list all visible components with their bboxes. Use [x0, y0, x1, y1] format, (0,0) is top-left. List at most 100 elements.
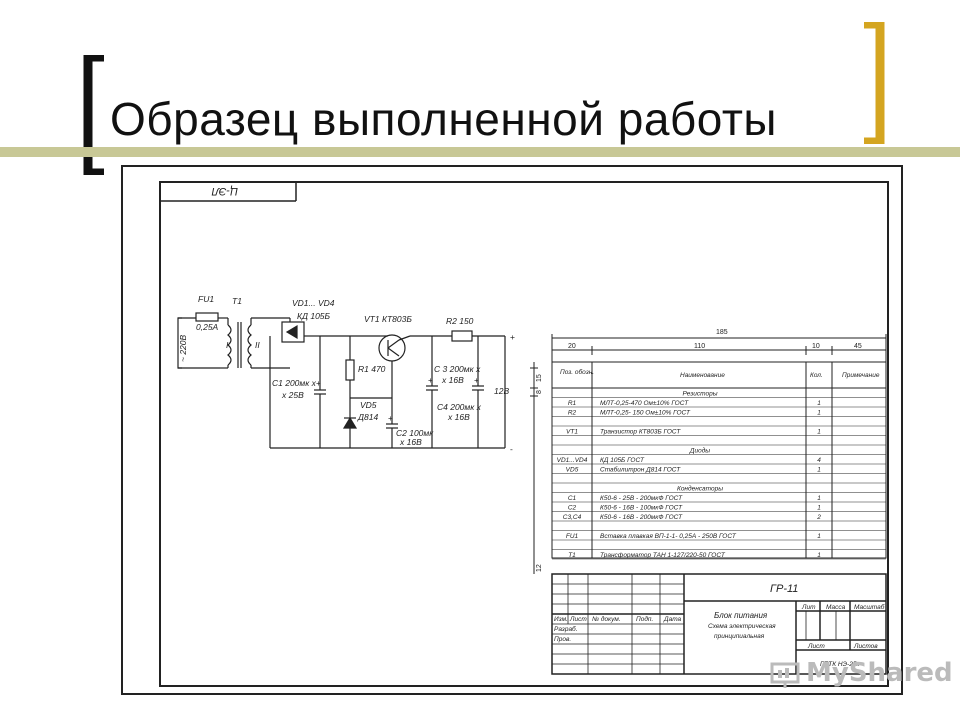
- tb-sheet: Лист: [807, 643, 825, 650]
- tb-row-dev: Разраб.: [554, 625, 578, 633]
- dim-row-header: 15: [536, 374, 543, 382]
- bom-row-pos: R2: [568, 410, 577, 417]
- label-c2: C2 100мк: [396, 428, 434, 438]
- bom-row-pos: VD5: [566, 467, 579, 474]
- bom-header-note: Примечание: [842, 372, 880, 379]
- bom-row-qty: 1: [817, 429, 821, 436]
- bom-row-qty: 1: [817, 505, 821, 512]
- svg-text:+: +: [388, 413, 393, 423]
- bom-row-name: К50-6 - 16В - 100мкФ ГОСТ: [600, 505, 683, 512]
- label-r1: R1 470: [358, 364, 386, 374]
- bom-row-name: Стабилитрон Д814 ГОСТ: [600, 466, 681, 474]
- bom-row-pos: T1: [568, 552, 576, 559]
- label-r2: R2 150: [446, 316, 474, 326]
- bom-row-name: К50-6 - 16В - 200мкФ ГОСТ: [600, 514, 683, 521]
- circuit-schematic: [177, 312, 506, 449]
- label-minus: -: [510, 444, 513, 454]
- bom-row-qty: 1: [817, 410, 821, 417]
- bom-group-name: Конденсаторы: [677, 485, 723, 493]
- bom-row-name: К50-6 - 25В - 200мкФ ГОСТ: [600, 495, 683, 502]
- slide-title: Образец выполненной работы: [110, 93, 777, 145]
- label-c1b: х 25В: [281, 390, 304, 400]
- bom-row-qty: 2: [816, 514, 821, 521]
- bom-header-name: Наименование: [680, 372, 725, 379]
- bom-row-name: КД 105Б ГОСТ: [600, 457, 645, 464]
- bom-row-pos: FU1: [566, 533, 579, 540]
- bom-row-name: Транзистор КТ803Б ГОСТ: [600, 429, 681, 436]
- tb-scale: Масштаб: [854, 603, 885, 611]
- sheet-outer-frame: [121, 165, 903, 695]
- accent-line: [0, 147, 960, 157]
- bom-row-qty: 1: [817, 495, 821, 502]
- bom-row-name: МЛТ-0,25-470 Ом±10% ГОСТ: [600, 400, 689, 407]
- bom-row-pos: C3,C4: [563, 514, 582, 521]
- label-output: 12В: [494, 386, 509, 396]
- label-t1: T1: [232, 296, 242, 306]
- bom-row-qty: 1: [817, 467, 821, 474]
- watermark-text: MyShared: [806, 658, 953, 688]
- stamp-code: Ц-ЭЛ: [211, 185, 238, 197]
- dim-note: 45: [854, 343, 862, 350]
- dim-total: 185: [716, 329, 728, 336]
- bom-group-name: Резисторы: [682, 391, 717, 398]
- label-bridge-type: КД 105Б: [297, 311, 331, 321]
- tb-name-2: Схема электрическая: [708, 623, 776, 630]
- presentation-icon: [770, 662, 800, 688]
- bom-header-qty: Кол.: [810, 372, 823, 379]
- label-input-voltage: ~ 220В: [178, 334, 188, 362]
- label-vd5: VD5: [360, 400, 377, 410]
- bom-row-pos: R1: [568, 400, 577, 407]
- label-c2b: х 16В: [399, 437, 422, 447]
- tb-name-1: Блок питания: [714, 611, 768, 620]
- dim-row-h: 8: [536, 390, 543, 394]
- dim-qty: 10: [812, 343, 820, 350]
- bom-row-qty: 1: [817, 400, 821, 407]
- bom-row-qty: 1: [817, 552, 821, 559]
- tb-col-list: Лист: [569, 616, 587, 623]
- tb-col-date: Дата: [663, 616, 682, 623]
- label-c1: C1 200мк х: [272, 378, 317, 388]
- bom-row-name: Трансформатор ТАН 1-127/220-50 ГОСТ: [600, 552, 726, 559]
- tb-col-doc: № докум.: [592, 615, 621, 623]
- tb-lit: Лит: [801, 604, 816, 611]
- label-vd5-type: Д814: [357, 412, 378, 422]
- label-c3b: х 16В: [441, 375, 464, 385]
- bom-row-pos: C2: [568, 505, 577, 512]
- svg-text:+: +: [428, 375, 433, 385]
- tb-org: ГПТК НЭ-25к: [820, 661, 860, 668]
- label-c4b: х 16В: [447, 412, 470, 422]
- bom-row-qty: 1: [817, 533, 821, 540]
- tb-col-sign: Подп.: [636, 615, 653, 623]
- tb-mass: Масса: [826, 604, 846, 611]
- bom-row-qty: 4: [817, 457, 821, 464]
- label-c3: C 3 200мк х: [434, 364, 481, 374]
- bom-row-pos: C1: [568, 495, 577, 502]
- svg-text:+: +: [474, 375, 479, 385]
- svg-text:+: +: [316, 378, 321, 388]
- label-coil-2: II: [255, 340, 260, 350]
- bom-row-pos: VD1...VD4: [557, 457, 588, 464]
- tb-code: ГР-11: [770, 583, 798, 595]
- bom-group-name: Диоды: [689, 447, 710, 455]
- tb-sheets: Листов: [853, 643, 878, 650]
- tb-row-check: Пров.: [554, 636, 571, 643]
- bom-row-name: МЛТ-0,25- 150 Ом±10% ГОСТ: [600, 410, 691, 417]
- tb-col-izm: Изм.: [554, 616, 568, 623]
- label-coil-1: I: [226, 340, 229, 350]
- bom-row-name: Вставка плавкая ВП-1-1- 0,25А - 250В ГОС…: [600, 533, 737, 540]
- label-fu1: FU1: [198, 294, 214, 304]
- label-c4: C4 200мк х: [437, 402, 482, 412]
- right-bracket-decoration: [864, 22, 885, 144]
- bom-header-pos: Поз. обозн.: [560, 368, 594, 376]
- label-transistor: VT1 КТ803Б: [364, 314, 412, 324]
- label-bridge: VD1... VD4: [292, 298, 335, 308]
- label-fuse-rating: 0,25А: [196, 322, 219, 332]
- bom-row-pos: VT1: [566, 429, 578, 436]
- dim-row-bottom: 12: [536, 564, 543, 572]
- sheet-inner-frame: [159, 181, 889, 687]
- label-plus: +: [510, 332, 515, 342]
- tb-name-3: принципиальная: [714, 633, 765, 640]
- left-bracket-decoration: [83, 55, 104, 175]
